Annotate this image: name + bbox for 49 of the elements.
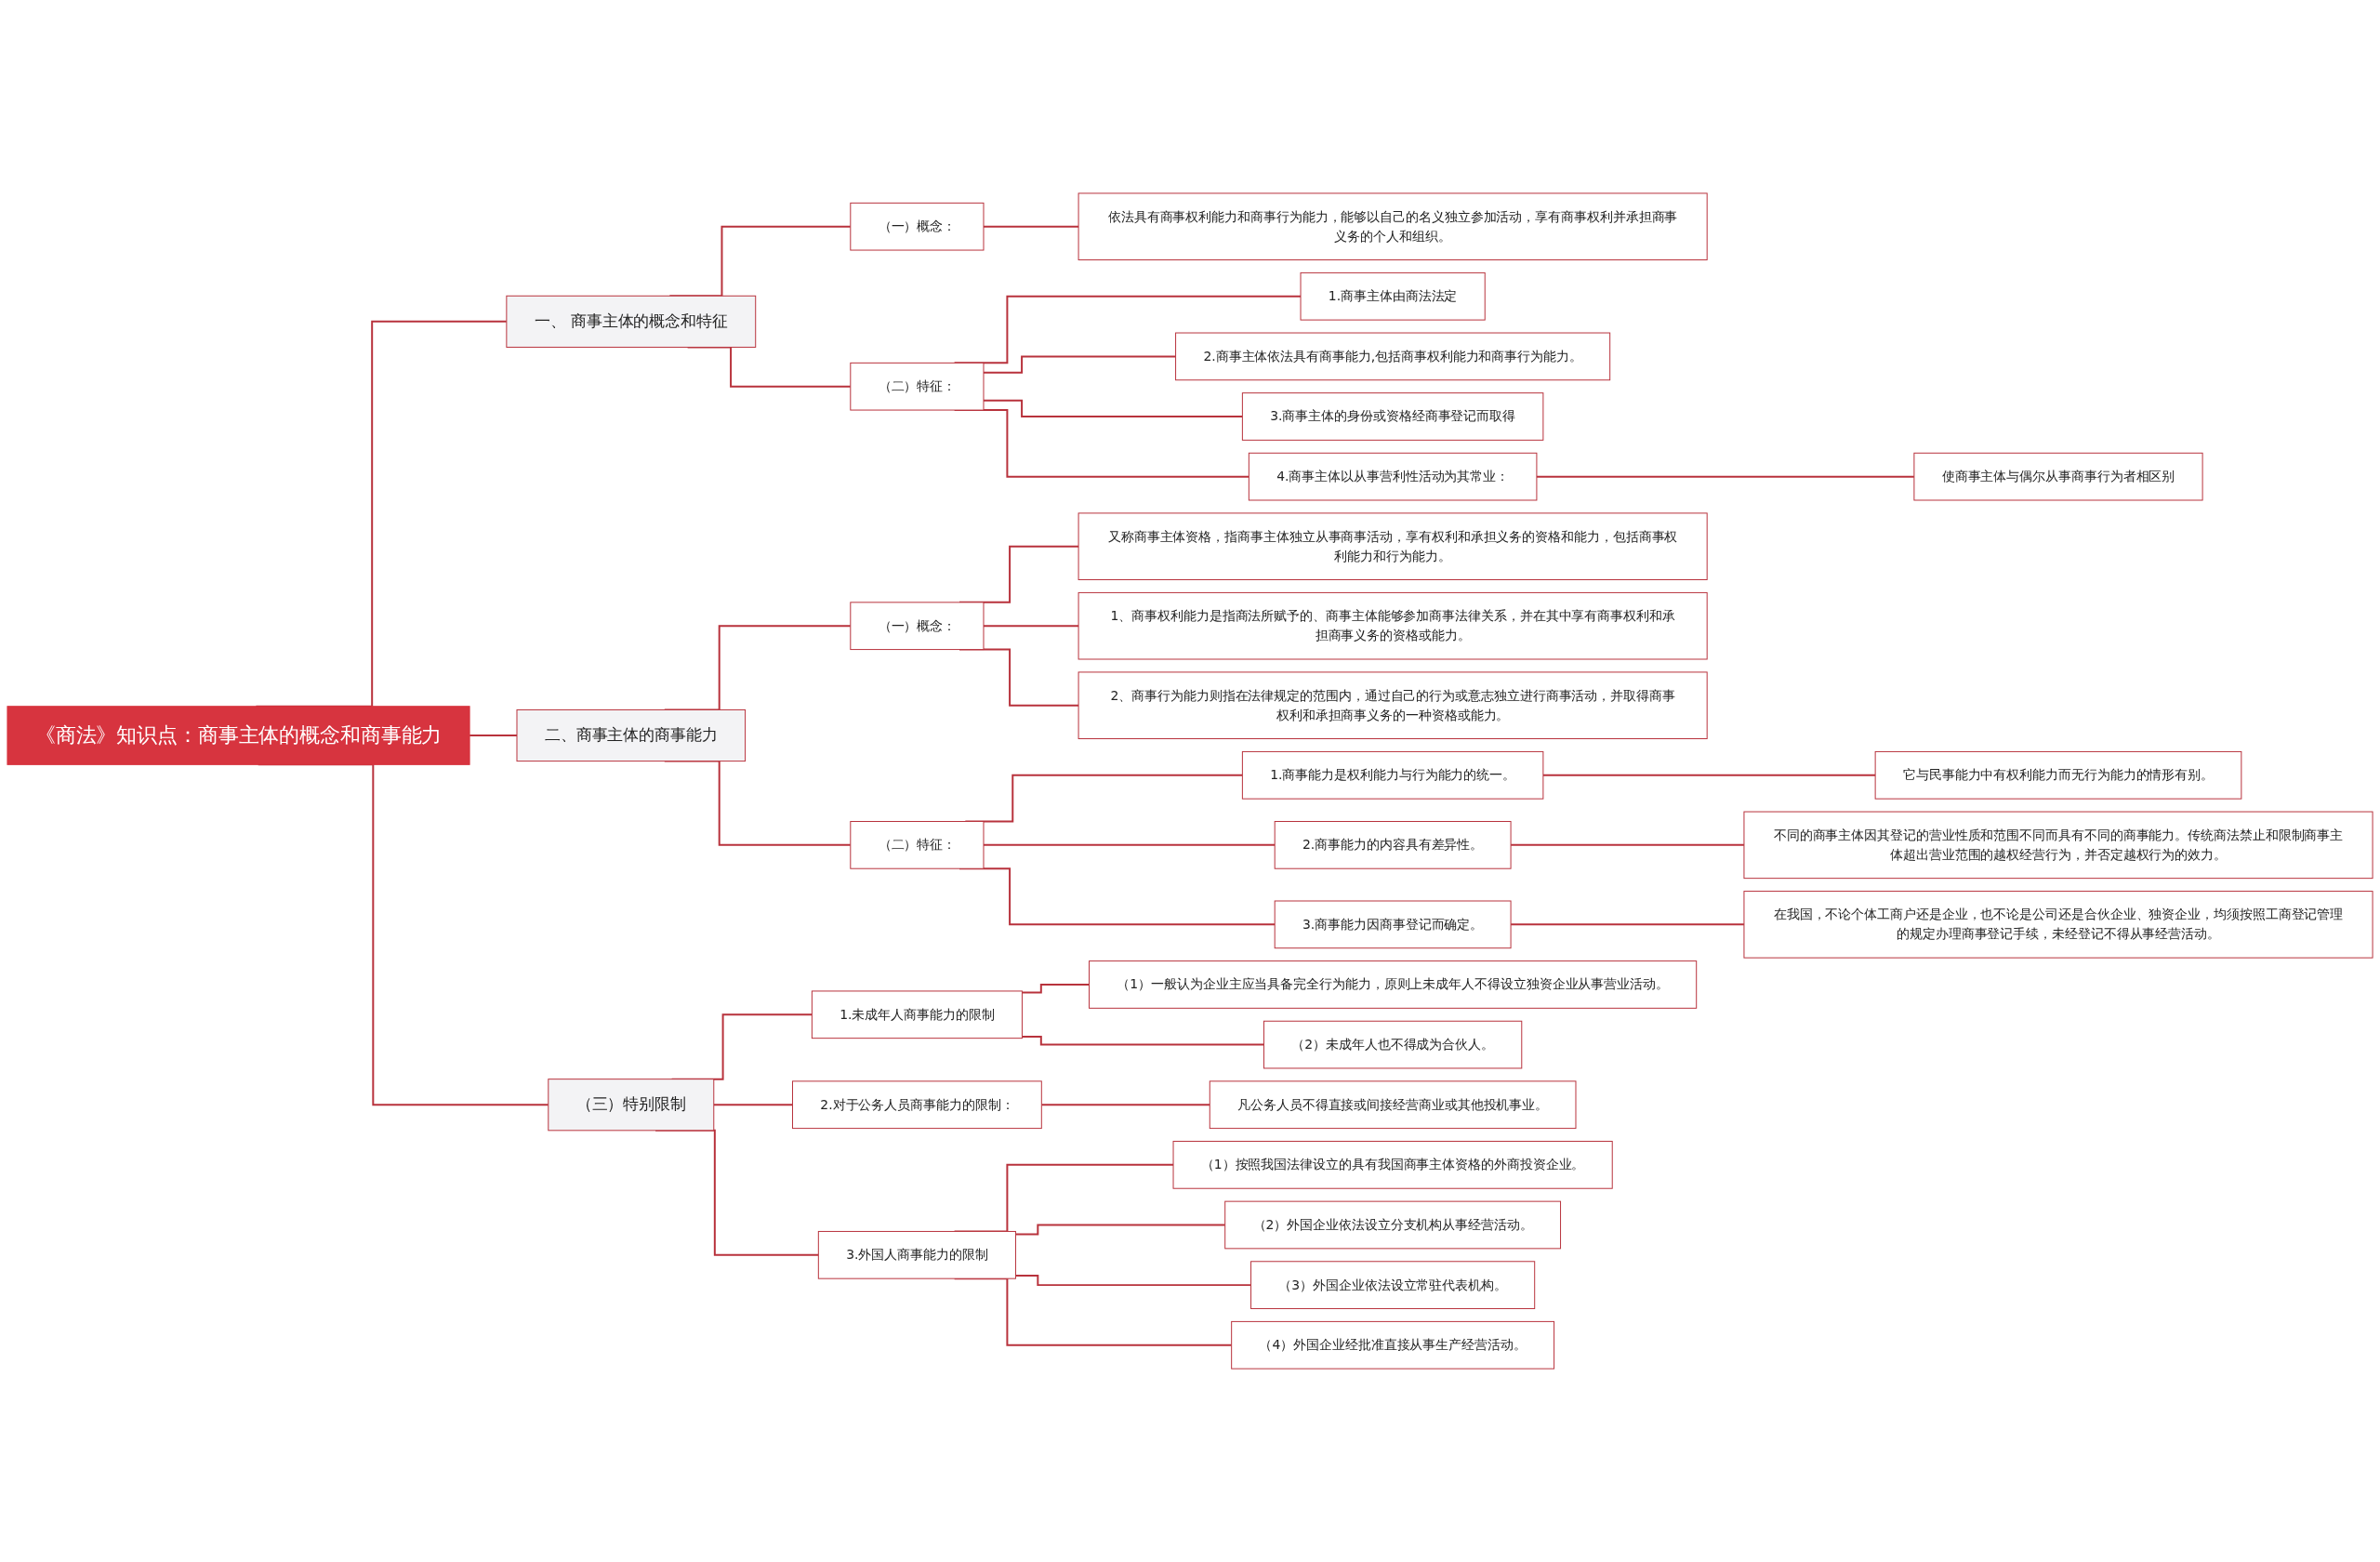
node-box: 4.商事主体以从事营利性活动为其常业： — [1248, 452, 1538, 501]
node-box: （1）一般认为企业主应当具备完全行为能力，原则上未成年人不得设立独资企业从事营业活动。 — [1089, 960, 1698, 1009]
connector — [1040, 1104, 1211, 1106]
node-box: 2.商事主体依法具有商事能力,包括商事权利能力和商事行为能力。 — [1175, 332, 1611, 381]
connector — [983, 625, 1080, 628]
node-box: 2.商事能力的内容具有差异性。 — [1274, 821, 1512, 869]
node-box: （2）外国企业依法设立分支机构从事经营活动。 — [1224, 1200, 1562, 1250]
node-box: 不同的商事主体因其登记的营业性质和范围不同而具有不同的商事能力。传统商法禁止和限制商事主体超出营业范围的越权经营行为，并否定越权行为的效力。 — [1743, 811, 2373, 880]
node-box: 在我国，不论个体工商户还是企业，也不论是公司还是合伙企业、独资企业，均须按照工商登记管理的规定办理商事登记手续，未经登记不得从事经营活动。 — [1743, 891, 2373, 959]
connector — [469, 735, 518, 737]
node-box: （2）未成年人也不得成为合伙人。 — [1263, 1020, 1523, 1069]
node-box: 1.未成年人商事能力的限制 — [811, 990, 1023, 1039]
node-box: 又称商事主体资格，指商事主体独立从事商事活动，享有权利和承担义务的资格和能力，包括商事权利能力和行为能力。 — [1078, 512, 1708, 580]
connector — [1541, 774, 1877, 776]
connector — [983, 399, 1244, 417]
node-box: （一）概念： — [850, 602, 985, 651]
node-box: 2、商事行为能力则指在法律规定的范围内，通过自己的行为或意志独立进行商事活动，并取得商事权利和承担商事义务的一种资格或能力。 — [1078, 671, 1708, 739]
connector — [983, 355, 1177, 374]
node-box: 1.商事主体由商法法定 — [1300, 271, 1486, 321]
connector — [1510, 923, 1745, 926]
node-box: 依法具有商事权利能力和商事行为能力，能够以自己的名义独立参加活动，享有商事权利并承担商事义务的个人和组织。 — [1078, 192, 1708, 260]
node-box: （二）特征： — [850, 821, 985, 869]
node-box: 3.外国人商事能力的限制 — [817, 1230, 1016, 1279]
node-box: （3）外国企业依法设立常驻代表机构。 — [1250, 1261, 1536, 1309]
connector — [1535, 475, 1915, 478]
node-box: 凡公务人员不得直接或间接经营商业或其他投机事业。 — [1209, 1080, 1577, 1130]
node-box: （1）按照我国法律设立的具有我国商事主体资格的外商投资企业。 — [1172, 1141, 1613, 1189]
node-box: 3.商事主体的身份或资格经商事登记而取得 — [1241, 392, 1544, 441]
node-box: （4）外国企业经批准直接从事生产经营活动。 — [1231, 1320, 1555, 1370]
node-box: 《商法》知识点：商事主体的概念和商事能力 — [7, 706, 470, 765]
node-box: （一）概念： — [850, 202, 985, 251]
node-box: 它与民事能力中有权利能力而无行为能力的情形有别。 — [1874, 750, 2242, 800]
connector — [1014, 1224, 1226, 1236]
node-box: 二、商事主体的商事能力 — [516, 708, 747, 762]
connector — [1014, 1275, 1252, 1287]
connector — [983, 225, 1080, 228]
node-box: （二）特征： — [850, 362, 985, 411]
node-box: 2.对于公务人员商事能力的限制： — [792, 1080, 1042, 1130]
connector — [1510, 843, 1745, 846]
connector — [1021, 984, 1091, 994]
node-box: 使商事主体与偶尔从事商事行为者相区别 — [1913, 452, 2203, 501]
connector — [712, 1104, 794, 1106]
connector — [1021, 1036, 1265, 1046]
node-box: 一、 商事主体的概念和特征 — [506, 295, 757, 348]
node-box: （三）特别限制 — [548, 1079, 715, 1132]
connector — [983, 843, 1276, 846]
node-box: 1、商事权利能力是指商法所赋予的、商事主体能够参加商事法律关系，并在其中享有商事权利和承担商事义务的资格或能力。 — [1078, 591, 1708, 660]
node-box: 1.商事能力是权利能力与行为能力的统一。 — [1241, 750, 1544, 800]
node-box: 3.商事能力因商事登记而确定。 — [1274, 900, 1512, 949]
